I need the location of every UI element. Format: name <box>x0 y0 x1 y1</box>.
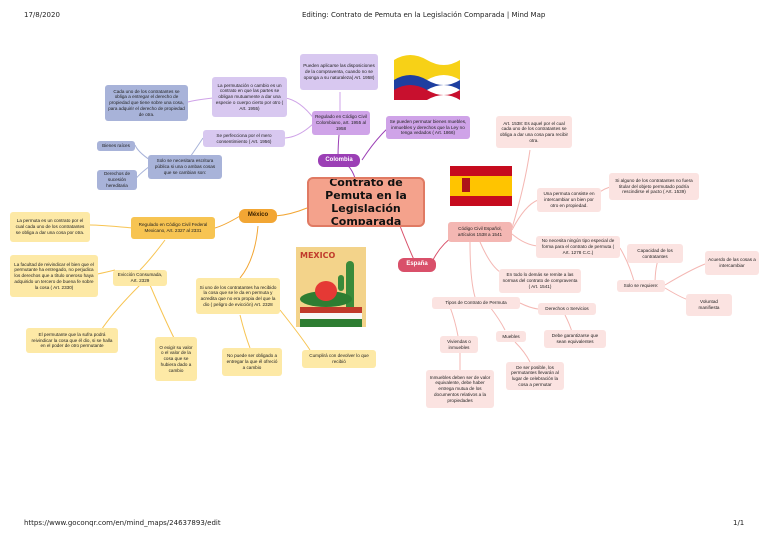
colombia-se-pueden[interactable]: Se pueden permutar bienes muebles, inmue… <box>386 116 470 139</box>
print-page-number: 1/1 <box>733 519 745 527</box>
central-topic[interactable]: Contrato de Pemuta en la Legislación Com… <box>307 177 425 227</box>
mexico-permutante[interactable]: El permutante que la sufra podrá reivind… <box>26 328 118 353</box>
mexico-definicion[interactable]: La permuta es un contrato por el cual ca… <box>10 212 90 242</box>
print-url: https://www.goconqr.com/en/mind_maps/246… <box>24 519 221 527</box>
mexico-cumplira[interactable]: Cumplirá con devolver lo que recibió <box>302 350 376 368</box>
espana-codigo[interactable]: Código Civil Español, artículos 1538 a 1… <box>448 222 512 242</box>
espana-tipos[interactable]: Tipos de Contrato de Permuta <box>432 297 520 309</box>
branch-mexico[interactable]: México <box>239 209 277 223</box>
colombia-pueden-aplicarse[interactable]: Pueden aplicarse las disposiciones de la… <box>300 54 378 90</box>
espana-voluntad[interactable]: Voluntad manifiesta <box>686 294 732 316</box>
mexico-regulado[interactable]: Regulado en Código Civil Federal Mexican… <box>131 217 215 239</box>
mexico-si-uno[interactable]: Si uno de los contratantes ha recibido l… <box>196 278 280 314</box>
espana-muebles[interactable]: Muebles <box>496 331 526 342</box>
espana-solo-requiere[interactable]: Solo se requiere: <box>617 280 665 292</box>
espana-una-permuta[interactable]: Una permuta consiste en intercambiar un … <box>537 188 601 212</box>
espana-acuerdo[interactable]: Acuerdo de las cosas a intercambiar <box>705 251 759 275</box>
mexico-exigir[interactable]: O exigir su valor o el valor de la cosa … <box>155 337 197 381</box>
mexico-no-puede[interactable]: No puede ser obligado a entregar la que … <box>222 348 282 376</box>
espana-de-ser-posible[interactable]: De ser posible, los permutantes llevarán… <box>506 362 564 390</box>
espana-capacidad[interactable]: Capacidad de los contratantes <box>627 244 683 263</box>
espana-en-todo[interactable]: En todo lo demás se remite a las normas … <box>499 269 581 293</box>
colombia-bienes-raices[interactable]: Bienes raíces <box>97 141 135 151</box>
colombia-definicion[interactable]: La permutación o cambio es un contrato e… <box>212 77 287 117</box>
sombrero-cactus-icon <box>300 261 362 327</box>
mexico-eviccion[interactable]: Evicción Consumada, Art. 2329 <box>113 270 167 286</box>
mexico-image-title: MEXICO <box>300 251 336 260</box>
colombia-flag-image <box>394 55 460 100</box>
colombia-solo-escritura[interactable]: Solo se necesitara escritura pública si … <box>148 155 222 179</box>
colombia-perfecciona[interactable]: Se perfecciona por el mero consentimient… <box>203 130 285 147</box>
espana-si-alguno[interactable]: Si alguno de los contratantes no fuera t… <box>609 173 699 200</box>
espana-derechos-servicios[interactable]: Derechos o Servicios <box>538 303 596 315</box>
colombia-regulado[interactable]: Regulado en Código Civil Colombiano, art… <box>312 111 370 135</box>
branch-colombia[interactable]: Colombia <box>318 154 360 167</box>
espana-art1538[interactable]: Art. 1538: Es aquel por el cual cada uno… <box>496 116 572 148</box>
spain-flag-image <box>450 166 512 206</box>
colombia-cada-uno[interactable]: Cada uno de los contratantes se obliga a… <box>105 85 188 121</box>
mexico-illustration-image: MEXICO <box>296 247 366 327</box>
espana-inmuebles-deben[interactable]: Inmuebles deben ser de valor equivalente… <box>426 370 494 408</box>
espana-viviendas[interactable]: Viviendas o inmuebles <box>440 336 478 353</box>
colombia-derechos-sucesion[interactable]: Derechos de sucesión hereditaria <box>97 170 137 190</box>
espana-no-necesita[interactable]: No necesita ningún tipo especial de form… <box>536 236 620 258</box>
mexico-facultad[interactable]: La facultad de reivindicar el bien que e… <box>10 255 98 297</box>
print-date: 17/8/2020 <box>24 11 60 19</box>
print-title: Editing: Contrato de Pemuta en la Legisl… <box>302 11 546 19</box>
branch-espana[interactable]: España <box>398 258 436 272</box>
espana-deben-garantizarse[interactable]: Debe garantizarse que sean equivalentes <box>544 330 606 348</box>
